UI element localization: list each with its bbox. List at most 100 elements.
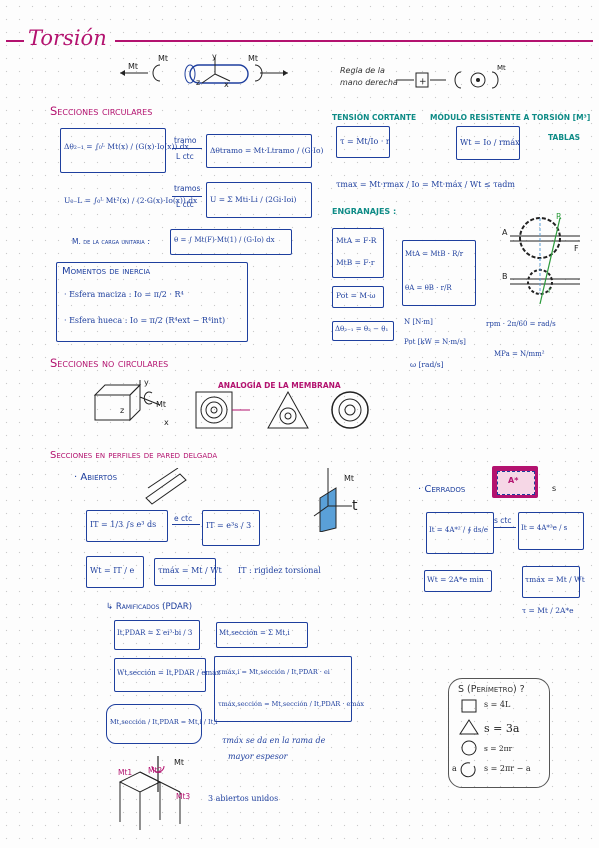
hollow-sphere-eq: · Esfera hueca : Io = π/2 (R⁴ext − R⁴int…	[64, 316, 226, 325]
gear-fb: MtB = F·r	[336, 258, 375, 267]
closed-wt: Wt = 2A*e min	[427, 575, 484, 584]
tramo-arrow	[172, 148, 202, 149]
closed-eq2: It = 4A*²e / s	[521, 524, 568, 532]
mt-label-mid: Mt	[158, 54, 169, 63]
gear-ratio-box	[402, 240, 476, 306]
open-tmax: τmáx = Mt / Wt	[158, 566, 222, 575]
membrane-shapes	[195, 390, 369, 429]
perimeter-heading: S (Perímetro) ?	[458, 684, 525, 695]
axis-x-label: x	[224, 80, 229, 89]
perimeter-open-circle: s = 2πr − a	[484, 764, 531, 773]
eq2-rhs: U = Σ Mti·Li / (2Gi·Ioi)	[210, 195, 297, 204]
perimeter-square: s = 4L	[484, 700, 511, 709]
open-profile-diagram	[145, 468, 187, 505]
unit-load-eq: θ = ∫ Mt(F)·Mt(1) / (G·Io) dx	[174, 236, 275, 244]
gear-a-label: A	[502, 228, 508, 237]
mt-rule-label: Mt	[497, 64, 506, 72]
closed-tmax: τmáx = Mt / Wt	[525, 575, 585, 584]
perimeter-open-a: a	[452, 764, 457, 773]
tramo-top: tramo	[174, 136, 197, 145]
tmax-eq: τmax = Mt·rmax / Io = Mt·máx / Wt ≤ τadm	[336, 180, 515, 189]
pot-box	[332, 286, 384, 308]
open-eq2-box	[202, 510, 260, 546]
modulus-box	[456, 126, 520, 160]
gears-heading: Engranajes :	[332, 207, 397, 216]
plate-mt-label: Mt	[344, 474, 355, 483]
mpa-eq: MPa = N/mm²	[494, 350, 545, 358]
section-circular-heading: Secciones circulares	[50, 104, 153, 118]
open-arrow-label: e ctc	[174, 514, 193, 523]
perimeter-circle: s = 2πr	[484, 744, 513, 753]
open-eq1: IT = 1/3 ∫s e³ ds	[90, 520, 157, 529]
prism-x-label: x	[164, 418, 169, 427]
ram-it-box	[114, 620, 200, 650]
closed-eq2-box	[518, 512, 584, 550]
shaft-diagram	[120, 57, 288, 84]
open-tmax-box	[154, 558, 216, 586]
modulus-heading: Módulo resistente a torsión [m³]	[430, 113, 591, 122]
ram-tmax-i: τmáx,i = Mt,sección / It,PDAR · ei	[218, 668, 330, 676]
perimeter-shapes	[459, 699, 479, 778]
thin-plate-diagram	[313, 468, 352, 532]
eq1-lhs-box	[60, 128, 166, 173]
closed-eq1-box	[426, 512, 494, 554]
solid-sphere-eq: · Esfera maciza : Io = π/2 · R⁴	[64, 290, 184, 299]
ram-mt-label: Mt	[174, 758, 185, 767]
units-n: N [N·m]	[404, 318, 433, 326]
closed-section-inner	[497, 471, 535, 495]
gear-ratio: MtA = MtB · R/r	[405, 250, 464, 258]
right-hand-rule-icon: +	[396, 71, 499, 89]
ram-note-1: τmáx se da en la rama de	[222, 736, 326, 745]
perimeter-triangle: s = 3a	[484, 722, 520, 735]
shear-heading: Tensión cortante	[332, 113, 417, 122]
dtheta-eq: Δθ₂₋₁ = θ₂ − θ₁	[335, 325, 389, 333]
gear-theta: θA = θB · r/R	[405, 284, 452, 292]
mt-label-right: Mt	[248, 54, 259, 63]
axis-z-label: z	[196, 78, 201, 87]
tramos-arrow	[172, 196, 202, 197]
tramos-bottom: L ctc	[176, 200, 194, 209]
section-noncircular-heading: Secciones no circulares	[50, 356, 169, 370]
tramo-bottom: L ctc	[176, 152, 194, 161]
ram-mt-box	[216, 622, 308, 648]
open-eq2: IT = e³s / 3	[206, 521, 252, 530]
rpm-eq: rpm · 2π/60 = rad/s	[486, 320, 556, 328]
closed-heading: · Cerrados	[418, 484, 466, 495]
closed-tmax-box	[522, 566, 580, 598]
closed-eq1: It = 4A*² / ∮ ds/e	[429, 526, 488, 534]
ram-note-2: mayor espesor	[228, 752, 288, 761]
prism-mt-label: Mt	[156, 400, 167, 409]
ram-wt-box	[114, 658, 206, 692]
closed-tau: τ = Mt / 2A*e	[522, 606, 574, 615]
gear-rr-label: r	[548, 286, 552, 295]
ram-wt: Wt,sección = It,PDAR / emáx	[117, 669, 221, 677]
gear-forces-box	[332, 228, 384, 278]
units-omega: ω [rad/s]	[410, 360, 444, 369]
gear-fa: MtA = F·R	[336, 236, 377, 245]
prism-y-label: y	[144, 378, 149, 387]
open-arrow	[172, 524, 200, 525]
svg-text:+: +	[419, 77, 427, 87]
gear-f-label: F	[574, 244, 579, 253]
ram-tmax-s: τmáx,sección = Mt,sección / It,PDAR · em…	[218, 700, 365, 708]
ram-mt2-label: Mt2	[148, 766, 163, 775]
unit-load-label: M. de la carga unitaria :	[72, 237, 150, 246]
inertia-heading: Momentos de inercia	[62, 266, 151, 277]
rigidity-note: IT : rigidez torsional	[238, 566, 321, 575]
eq1-rhs: Δθtramo = Mt·Ltramo / (G·Io)	[210, 146, 324, 155]
shear-box	[336, 126, 390, 158]
gears-diagram	[510, 217, 580, 305]
open-wt-box	[86, 556, 144, 588]
closed-s-label: s	[552, 484, 557, 493]
prism-z-label: z	[120, 406, 125, 415]
gear-r-label: R	[556, 212, 562, 221]
ramified-heading: ↳ Ramificados (PDAR)	[106, 602, 193, 612]
open-eq1-box	[86, 510, 168, 542]
closed-a-label: A*	[508, 476, 519, 485]
gear-b-label: B	[502, 272, 508, 281]
closed-wt-box	[424, 570, 492, 592]
inertia-box	[56, 262, 248, 342]
open-wt: Wt = IT / e	[90, 566, 135, 575]
membrane-analogy: Analogía de la membrana	[218, 381, 341, 390]
section-thin-heading: Secciones en perfiles de pared delgada	[50, 450, 218, 461]
